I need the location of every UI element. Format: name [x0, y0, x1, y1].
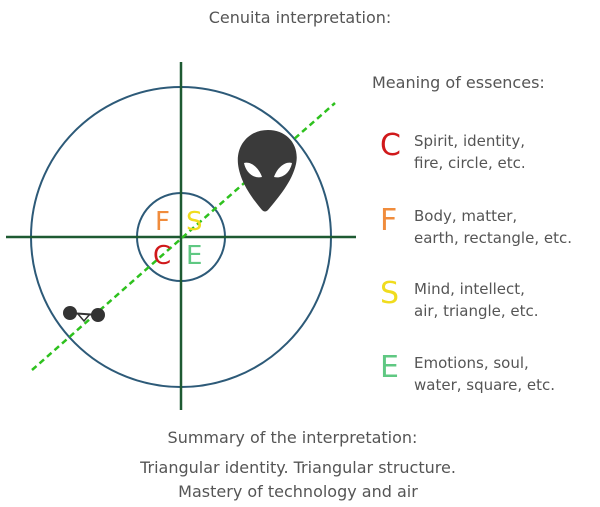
legend-line: Emotions, soul, — [414, 354, 529, 372]
center-letter-s: S — [186, 207, 203, 237]
center-letter-e: E — [186, 241, 202, 271]
legend-line: Spirit, identity, — [414, 132, 525, 150]
diagonal-axis — [31, 102, 336, 371]
summary-line-1: Triangular identity. Triangular structur… — [140, 458, 456, 477]
center-letter-c: C — [153, 241, 171, 271]
center-letter-f: F — [155, 207, 170, 237]
legend-text-e: Emotions, soul, water, square, etc. — [414, 352, 555, 396]
summary-text: Triangular identity. Triangular structur… — [0, 456, 596, 504]
legend-text-s: Mind, intellect, air, triangle, etc. — [414, 278, 539, 322]
legend-line: Mind, intellect, — [414, 280, 525, 298]
legend-line: fire, circle, etc. — [414, 154, 526, 172]
legend-line: air, triangle, etc. — [414, 302, 539, 320]
legend-letter-f: F — [380, 203, 398, 238]
legend-letter-e: E — [380, 350, 399, 385]
molecule-icon — [63, 306, 105, 323]
legend-line: earth, rectangle, etc. — [414, 229, 572, 247]
legend-line: Body, matter, — [414, 207, 518, 225]
page-title: Cenuita interpretation: — [208, 8, 392, 27]
legend-letter-c: C — [380, 128, 401, 163]
legend-letter-s: S — [380, 276, 400, 311]
legend-line: water, square, etc. — [414, 376, 556, 394]
legend-item-s: S Mind, intellect, air, triangle, etc. — [380, 276, 595, 336]
legend-text-c: Spirit, identity, fire, circle, etc. — [414, 130, 526, 174]
alien-head-icon — [237, 130, 297, 212]
legend-item-e: E Emotions, soul, water, square, etc. — [380, 350, 595, 410]
legend-heading: Meaning of essences: — [372, 73, 545, 92]
legend-item-f: F Body, matter, earth, rectangle, etc. — [380, 203, 595, 263]
legend-item-c: C Spirit, identity, fire, circle, etc. — [380, 128, 595, 188]
summary-line-2: Mastery of technology and air — [178, 482, 418, 501]
summary-heading: Summary of the interpretation: — [167, 428, 418, 447]
legend-text-f: Body, matter, earth, rectangle, etc. — [414, 205, 572, 249]
